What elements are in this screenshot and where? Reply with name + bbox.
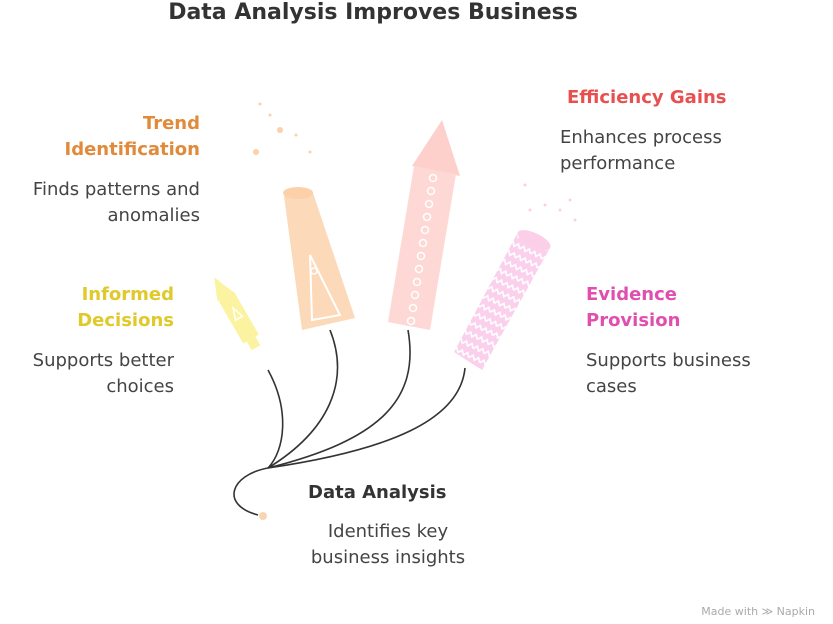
informed-heading: Informed Decisions [77, 282, 174, 334]
yellow-rocket [214, 277, 261, 351]
evidence-heading-line2: Provision [586, 310, 681, 331]
informed-desc-line2: choices [106, 376, 174, 397]
evidence-desc-line1: Supports business [586, 350, 751, 371]
trend-description: Finds patterns and anomalies [33, 177, 200, 229]
informed-heading-line1: Informed [81, 284, 174, 305]
trend-heading-line1: Trend [142, 113, 200, 134]
center-description: Identifies key business insights [298, 519, 478, 571]
watermark: Made with ≫ Napkin [701, 605, 815, 618]
evidence-heading-line1: Evidence [586, 284, 677, 305]
watermark-text: Made with [701, 605, 759, 618]
trend-heading-line2: Identification [64, 139, 201, 160]
trend-desc-line1: Finds patterns and [32, 179, 200, 200]
evidence-desc-line2: cases [586, 376, 637, 397]
efficiency-desc-line1: Enhances process [560, 127, 722, 148]
diagram-title: Data Analysis Improves Business [168, 0, 578, 25]
efficiency-description: Enhances process performance [560, 125, 722, 177]
informed-description: Supports better choices [33, 348, 174, 400]
center-desc-line2: business insights [310, 547, 466, 568]
evidence-heading: Evidence Provision [586, 282, 680, 334]
pink-zigzag-firework [454, 183, 577, 370]
fuse-spark [259, 512, 267, 520]
napkin-logo-icon: ≫ [761, 605, 774, 618]
evidence-description: Supports business cases [586, 348, 751, 400]
informed-desc-line1: Supports better [32, 350, 174, 371]
pink-rocket [388, 120, 460, 330]
orange-cone [253, 102, 355, 330]
efficiency-desc-line2: performance [560, 153, 676, 174]
fuse-lines [233, 329, 466, 516]
informed-heading-line2: Decisions [77, 310, 174, 331]
center-heading: Data Analysis [308, 482, 447, 503]
trend-desc-line2: anomalies [107, 205, 200, 226]
efficiency-heading: Efficiency Gains [567, 87, 727, 108]
trend-heading: Trend Identification [65, 111, 201, 163]
center-desc-line1: Identifies key [327, 521, 449, 542]
watermark-brand: Napkin [776, 605, 815, 618]
